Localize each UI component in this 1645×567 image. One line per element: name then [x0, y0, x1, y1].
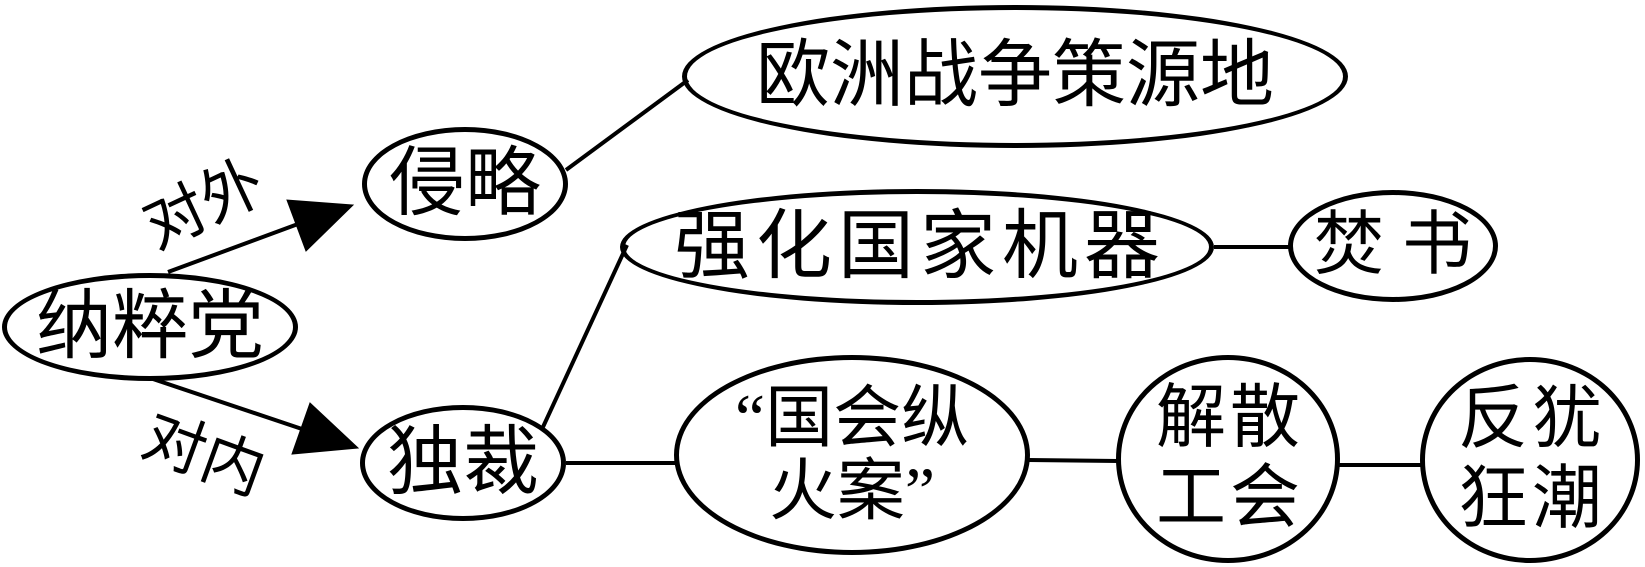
node-burn-books: 焚书: [1288, 190, 1498, 302]
node-dissolve-unions-line1: 解散: [1156, 380, 1304, 458]
node-europe-war-source-label: 欧洲战争策源地: [756, 35, 1274, 118]
node-burn-books-label: 焚书: [1314, 206, 1490, 284]
node-dissolve-unions: 解散 工会: [1116, 355, 1340, 563]
arrowhead-external: [286, 199, 355, 252]
edge-nazi-dictatorship: [149, 376, 303, 431]
node-nazi-party-label: 纳粹党: [36, 284, 264, 369]
node-reichstag-fire-line1: “国会纵: [734, 379, 970, 456]
node-aggression: 侵略: [362, 127, 568, 241]
node-anti-jewish: 反犹 狂潮: [1420, 357, 1640, 563]
edge-reichstag-unions: [1027, 458, 1119, 463]
node-dissolve-unions-line2: 工会: [1156, 460, 1304, 537]
node-nazi-party: 纳粹党: [2, 273, 298, 381]
node-anti-jewish-line1: 反犹: [1458, 381, 1606, 459]
node-reichstag-fire: “国会纵 火案”: [674, 355, 1030, 555]
node-reichstag-fire-line2: 火案”: [768, 453, 936, 529]
edge-dictatorship-strengthen: [541, 244, 629, 428]
edge-nazi-aggression: [167, 222, 299, 274]
node-strengthen-state-label: 强化国家机器: [674, 204, 1166, 289]
arrowhead-internal: [291, 402, 360, 455]
edge-aggression-europe: [564, 78, 690, 172]
node-strengthen-state: 强化国家机器: [620, 189, 1214, 305]
node-dictatorship-label: 独裁: [387, 420, 539, 505]
node-europe-war-source: 欧洲战争策源地: [682, 5, 1348, 148]
node-aggression-label: 侵略: [389, 141, 541, 226]
node-anti-jewish-line2: 狂潮: [1458, 461, 1606, 538]
node-dictatorship: 独裁: [360, 405, 566, 521]
